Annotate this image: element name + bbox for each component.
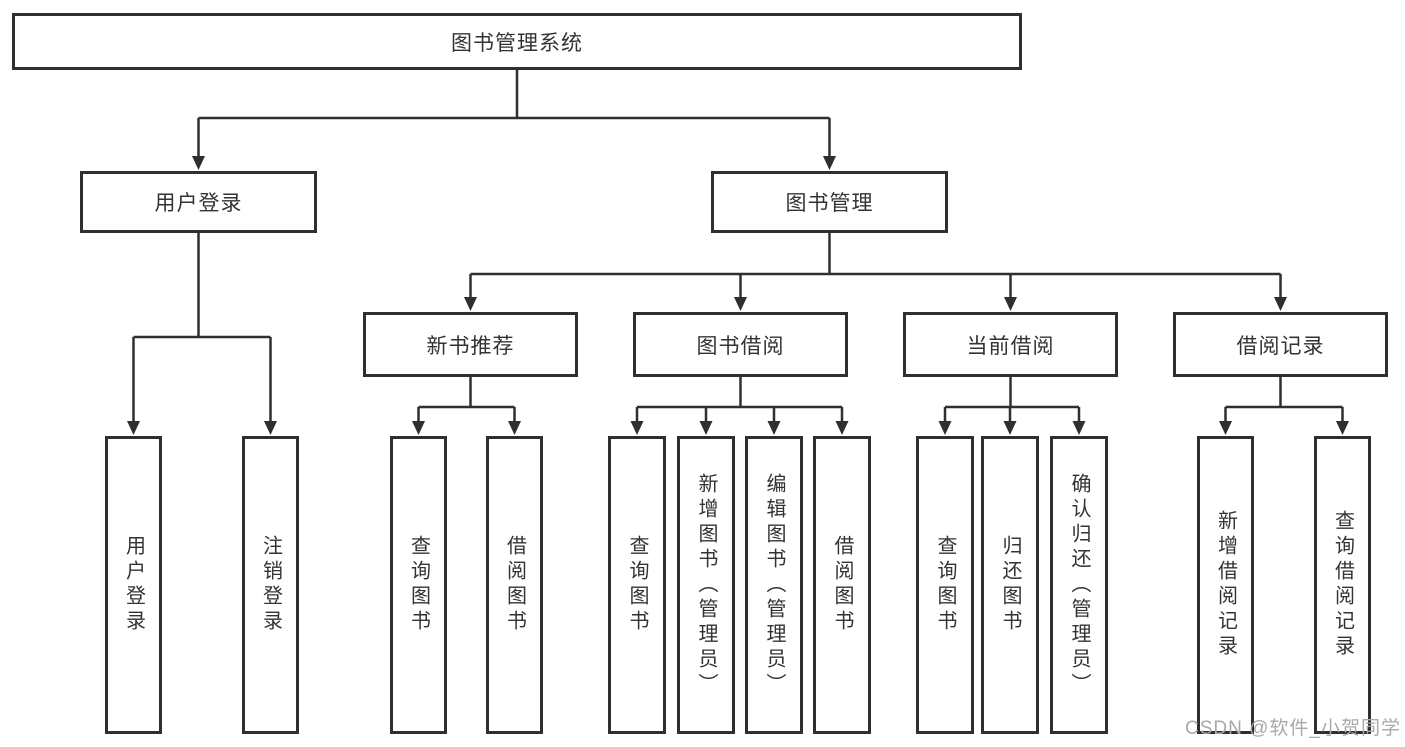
leaf-query-books-recommend: 查询图书 <box>390 436 447 734</box>
leaf-return-books: 归还图书 <box>981 436 1039 734</box>
node-library-management-system: 图书管理系统 <box>12 13 1022 70</box>
node-user-login: 用户登录 <box>80 171 317 233</box>
node-new-book-recommend: 新书推荐 <box>363 312 578 377</box>
csdn-watermark: CSDN @软件_小贺同学 <box>1185 718 1401 739</box>
connector-user-login-to-leaves <box>127 233 277 435</box>
leaf-query-books-current: 查询图书 <box>916 436 974 734</box>
node-borrow-records: 借阅记录 <box>1173 312 1388 377</box>
connector-current-to-leaves <box>938 377 1086 435</box>
leaf-add-books-admin: 新增图书（管理员） <box>677 436 735 734</box>
node-book-borrow: 图书借阅 <box>633 312 848 377</box>
leaf-user-login: 用户登录 <box>105 436 162 734</box>
connector-new-rec-to-leaves <box>412 377 521 435</box>
leaf-add-borrow-record: 新增借阅记录 <box>1197 436 1254 734</box>
connector-records-to-leaves <box>1219 377 1349 435</box>
leaf-confirm-return-admin: 确认归还（管理员） <box>1050 436 1108 734</box>
leaf-query-borrow-record: 查询借阅记录 <box>1314 436 1371 734</box>
node-book-management: 图书管理 <box>711 171 948 233</box>
node-current-borrow: 当前借阅 <box>903 312 1118 377</box>
leaf-borrow-books: 借阅图书 <box>813 436 871 734</box>
leaf-edit-books-admin: 编辑图书（管理员） <box>745 436 803 734</box>
connector-root-to-level2 <box>192 70 836 170</box>
connector-borrow-to-leaves <box>630 377 849 435</box>
connector-book-mgmt-to-level3 <box>464 233 1287 311</box>
leaf-borrow-books-recommend: 借阅图书 <box>486 436 543 734</box>
leaf-query-books-borrow: 查询图书 <box>608 436 666 734</box>
leaf-logout: 注销登录 <box>242 436 299 734</box>
